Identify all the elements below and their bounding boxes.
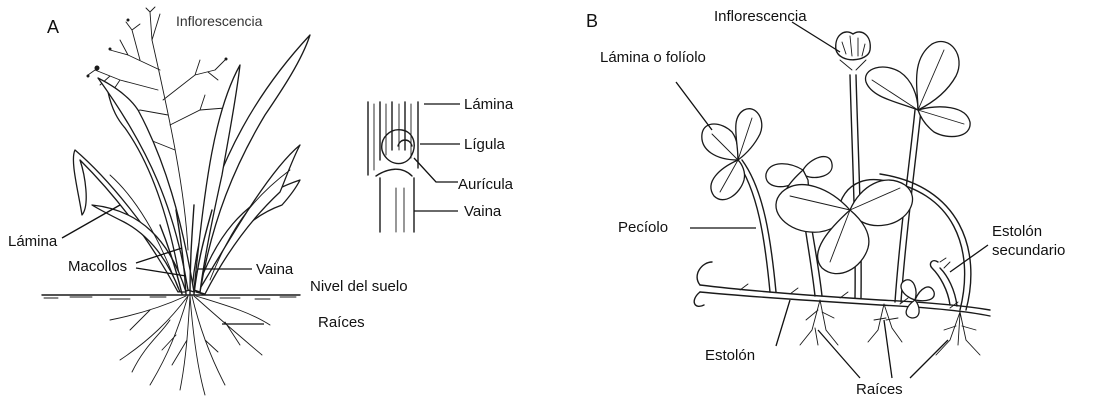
clover-flower — [836, 32, 871, 70]
leaf-blade-leader — [62, 205, 120, 238]
stolon-leader — [776, 300, 790, 346]
leaf-blade-label: Lámina — [8, 233, 58, 250]
grass-roots — [110, 296, 270, 395]
leaflet-label: Lámina o folíolo — [600, 49, 706, 66]
roots-label: Raíces — [318, 314, 365, 331]
ligule-detail — [368, 102, 460, 232]
detail-blade-label: Lámina — [464, 96, 514, 113]
secondary-stolon — [930, 258, 957, 306]
detail-auricle-label: Aurícula — [458, 176, 514, 193]
ground-line — [42, 295, 300, 299]
panel-b: B — [586, 8, 1065, 398]
detail-sheath-label: Vaina — [464, 203, 502, 220]
grass-inflorescence-label: Inflorescencia — [176, 13, 263, 29]
tillers-label: Macollos — [68, 258, 127, 275]
secondary-stolon-label-2: secundario — [992, 242, 1065, 259]
detail-ligule-label: Lígula — [464, 136, 506, 153]
roots-leaders — [818, 320, 948, 378]
panel-b-letter: B — [586, 11, 598, 31]
secondary-stolon-label-1: Estolón — [992, 223, 1042, 240]
flower-leader — [792, 22, 840, 52]
clover-inflorescence-label: Inflorescencia — [714, 8, 807, 25]
clover-leaves — [702, 42, 970, 318]
panel-a-letter: A — [47, 17, 59, 37]
leaflet-leader — [676, 82, 712, 130]
stolon-label: Estolón — [705, 347, 755, 364]
petiole-label: Pecíolo — [618, 219, 668, 236]
clover-roots-label: Raíces — [856, 381, 903, 398]
secondary-stolon-leader — [950, 245, 988, 272]
ground-level-label: Nivel del suelo — [310, 278, 408, 295]
sheath-label: Vaina — [256, 261, 294, 278]
panel-a: A Inflorescencia — [8, 7, 514, 395]
clover-roots — [800, 300, 980, 355]
